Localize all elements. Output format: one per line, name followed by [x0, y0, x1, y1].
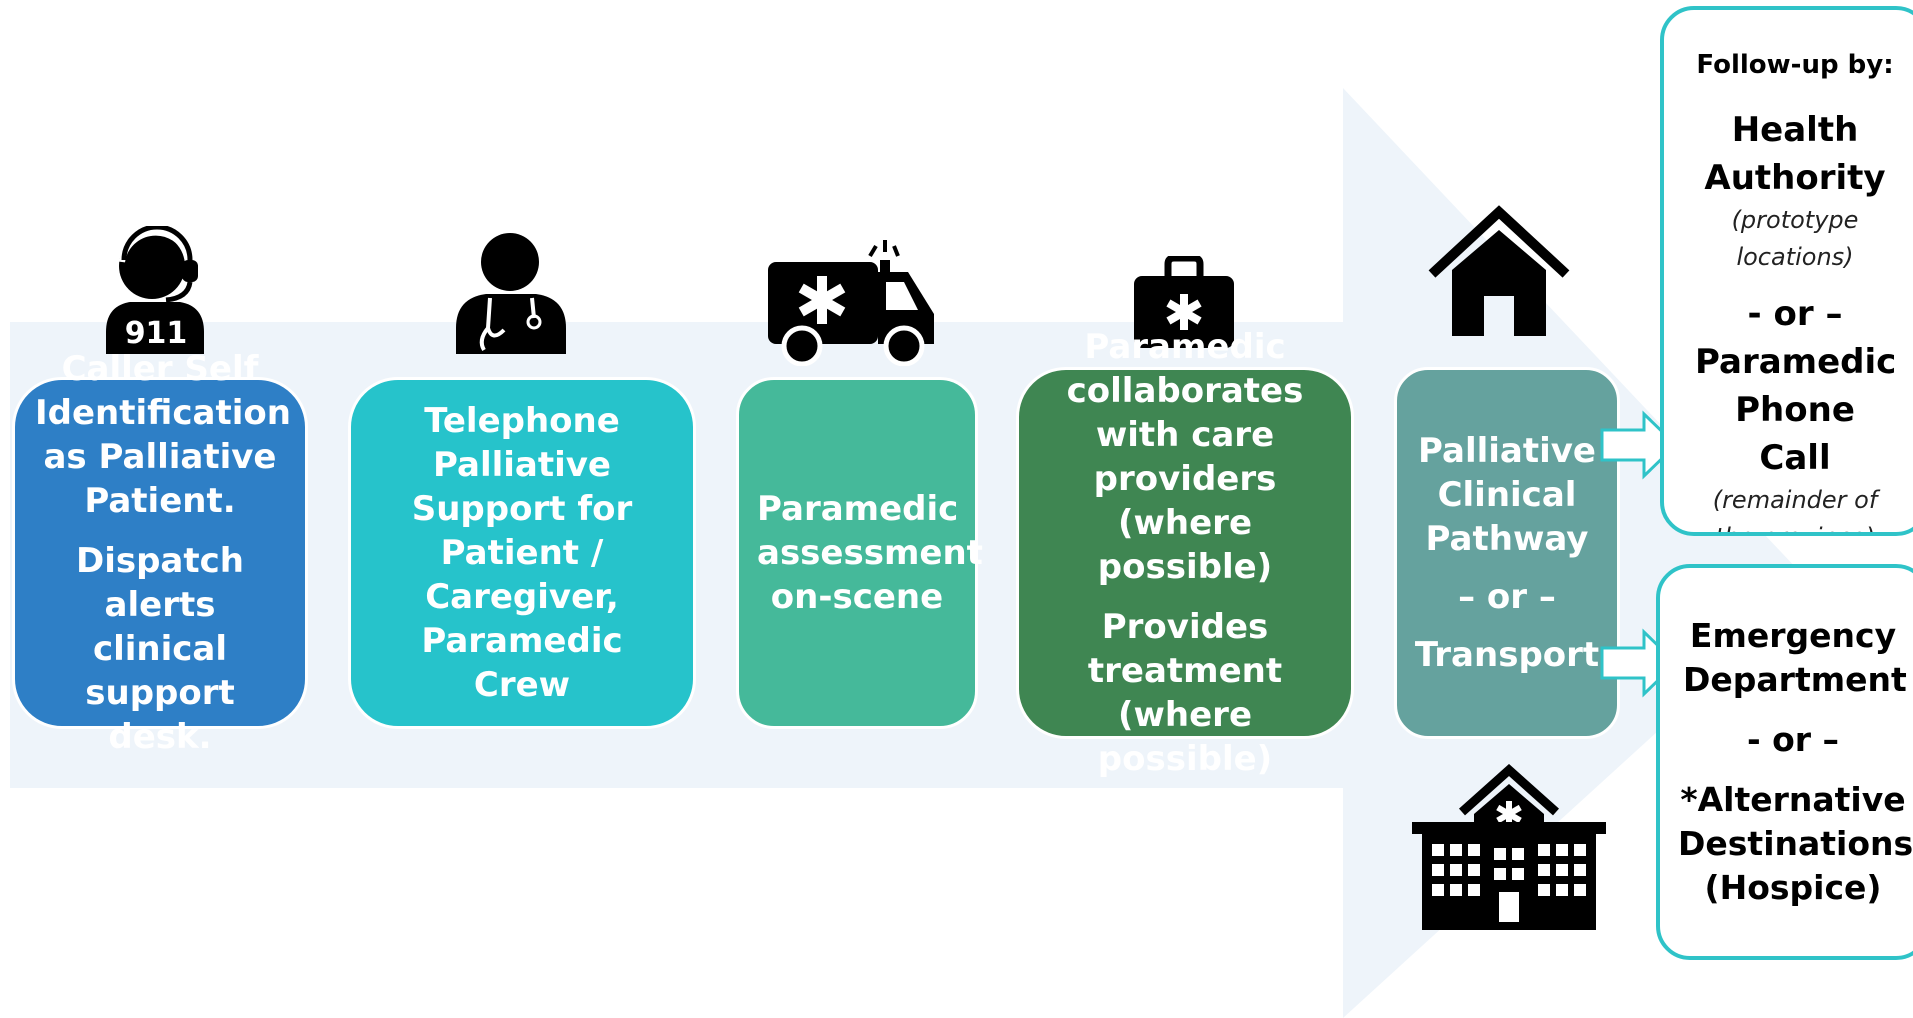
step-1-secondary-text: Dispatch alerts clinical support desk. [75, 541, 244, 757]
step-2-text: Telephone Palliative Support for Patient… [411, 401, 633, 705]
step-paramedic-assessment: Paramedic assessment on-scene [736, 377, 983, 729]
doctor-stethoscope-icon [456, 233, 566, 354]
follow-up-health-authority-note: (prototype locations) [1731, 206, 1859, 271]
house-icon [1428, 205, 1570, 336]
ambulance-icon [768, 240, 934, 366]
follow-up-panel: Follow-up by: Health Authority (prototyp… [1660, 6, 1913, 536]
step-telephone-support: Telephone Palliative Support for Patient… [348, 377, 696, 729]
step-1-primary-text: Caller Self Identification as Palliative… [35, 349, 291, 521]
step-3-text: Paramedic assessment on-scene [757, 489, 983, 617]
follow-up-paramedic-phone-call: Paramedic Phone Call [1695, 342, 1897, 478]
step-outcome: Palliative Clinical Pathway – or – Trans… [1394, 367, 1620, 739]
step-5-or-text: – or – [1458, 577, 1556, 617]
transport-destinations-panel: Emergency Department - or – *Alternative… [1656, 564, 1913, 960]
transport-alternative-destinations: *Alternative Destinations (Hospice) [1678, 780, 1913, 907]
step-caller-identification: Caller Self Identification as Palliative… [12, 349, 308, 757]
dispatcher-headset-icon: 911 [106, 226, 204, 354]
transport-emergency-department: Emergency Department [1683, 616, 1907, 699]
step-5-pathway-text: Palliative Clinical Pathway [1418, 431, 1596, 559]
hospital-icon [1412, 764, 1606, 930]
medical-kit-icon [1134, 256, 1234, 348]
follow-up-heading: Follow-up by: [1696, 50, 1894, 80]
step-paramedic-collaboration: Paramedic collaborates with care provide… [1016, 327, 1354, 779]
dispatcher-911-label: 911 [125, 316, 188, 351]
step-5-transport-text: Transport [1414, 635, 1600, 675]
step-4-secondary-text: Provides treatment (where possible) [1087, 607, 1283, 779]
follow-up-paramedic-phone-call-note: (remainder of the province) [1712, 486, 1878, 532]
step-4-primary-text: Paramedic collaborates with care provide… [1066, 327, 1304, 587]
follow-up-or-separator: - or – [1747, 294, 1843, 334]
transport-or-separator: - or – [1746, 720, 1840, 759]
follow-up-health-authority: Health Authority [1704, 110, 1886, 198]
